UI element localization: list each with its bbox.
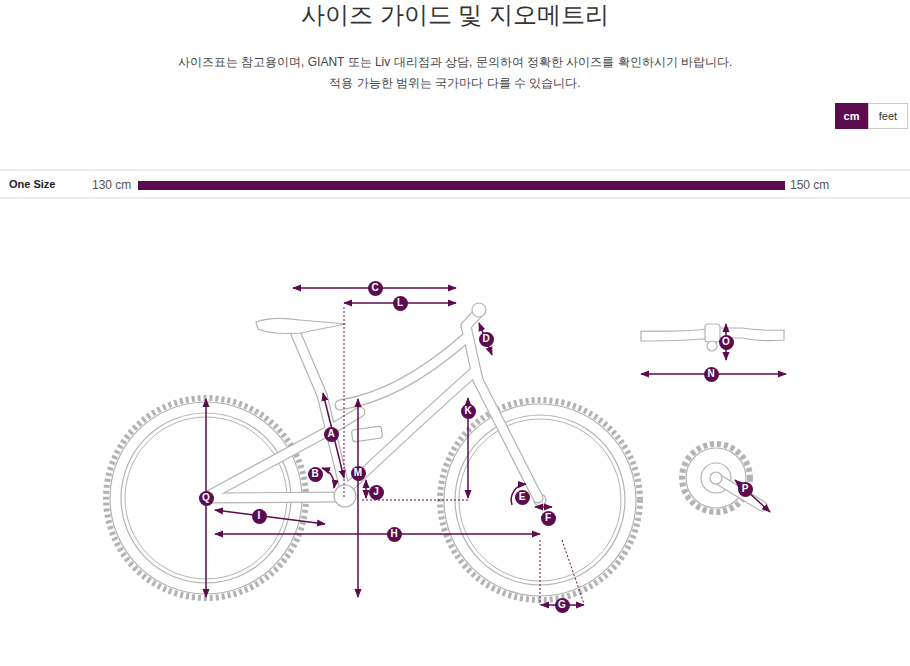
callout-marker: I	[252, 509, 267, 524]
band-border	[0, 198, 910, 199]
dimension-arrow	[357, 399, 359, 597]
chainring-teeth	[682, 444, 750, 512]
callout-marker: G	[555, 598, 570, 613]
callout-marker: F	[541, 511, 556, 526]
callout-marker: H	[387, 527, 402, 542]
size-min: 130 cm	[92, 178, 131, 193]
crank-bolt	[710, 472, 722, 484]
callout-letter: D	[482, 334, 489, 344]
size-max: 150 cm	[790, 178, 829, 193]
dimension-arrow	[215, 533, 540, 535]
callout-marker: C	[368, 281, 383, 296]
dimension-arrow	[535, 506, 552, 508]
size-name: One Size	[9, 178, 55, 192]
crankset-drawing	[682, 444, 762, 512]
seat-tube	[322, 395, 345, 490]
callout-letter: C	[371, 283, 378, 293]
callout-letter: P	[742, 484, 749, 494]
callout-letter: L	[397, 298, 403, 308]
callout-marker: L	[393, 296, 408, 311]
callout-marker: O	[719, 335, 734, 350]
stem-clamp	[705, 324, 720, 342]
callout-letter: H	[390, 529, 397, 539]
button-label: cm	[844, 111, 860, 122]
notice-text: 사이즈표는 참고용이며, GIANT 또는 Liv 대리점과 상담, 문의하여 …	[178, 55, 732, 70]
head-tube	[466, 326, 478, 380]
saddle	[256, 318, 346, 333]
dimension-arrow	[365, 480, 367, 498]
callout-letter: O	[722, 337, 730, 347]
seatstay	[208, 430, 330, 496]
fork	[478, 380, 538, 498]
dimension-arrow	[323, 393, 344, 478]
bottom-bracket	[334, 485, 356, 507]
unit-button-active: cm	[835, 103, 868, 129]
dimension-arrow	[215, 510, 325, 524]
dimension-lines	[206, 288, 786, 605]
callout-letter: B	[311, 469, 318, 479]
callout-letter: A	[327, 429, 334, 439]
callout-letter: F	[545, 513, 551, 523]
reference-line	[344, 307, 345, 497]
callout-letter: Q	[202, 493, 210, 503]
callout-letter: G	[558, 600, 566, 610]
frame-outline	[208, 313, 538, 498]
frame-fill	[208, 313, 538, 498]
seat-post	[296, 334, 322, 395]
band-border	[0, 170, 910, 171]
callout-marker: B	[308, 467, 323, 482]
reference-line	[362, 500, 468, 501]
steerer	[707, 341, 717, 351]
button-label: feet	[879, 111, 897, 122]
callout-marker: J	[369, 485, 384, 500]
handlebar-drawing	[641, 324, 784, 351]
callout-marker: K	[461, 404, 476, 419]
down-tube	[350, 372, 474, 486]
callout-letter: E	[519, 492, 526, 502]
callout-letter: I	[258, 511, 261, 521]
seatstay	[208, 430, 330, 496]
callout-marker: M	[351, 466, 366, 481]
handlebar-end	[472, 303, 486, 317]
page-title: 사이즈 가이드 및 지오메트리	[301, 0, 609, 30]
size-range-bar	[138, 181, 785, 190]
down-tube	[350, 372, 474, 486]
reference-line	[562, 540, 584, 604]
callout-marker: N	[704, 367, 719, 382]
rear-shock	[351, 426, 382, 442]
dimension-arrow	[735, 480, 770, 512]
callout-letter: M	[354, 468, 362, 478]
callout-marker: E	[515, 490, 530, 505]
callout-marker: Q	[199, 491, 214, 506]
reference-line	[540, 540, 541, 605]
fork	[478, 380, 538, 498]
callout-marker: P	[738, 482, 753, 497]
callout-marker: A	[324, 427, 339, 442]
bike-parts	[256, 303, 486, 507]
callout-marker: D	[479, 332, 494, 347]
angle-arrow	[322, 468, 334, 488]
chainstay	[208, 497, 343, 498]
chainring	[686, 448, 746, 508]
callout-letter: N	[707, 369, 714, 379]
crank-arm	[716, 478, 762, 506]
notice-text: 적용 가능한 범위는 국가마다 다를 수 있습니다.	[329, 76, 580, 91]
chainstay	[208, 497, 343, 498]
callout-letter: K	[464, 406, 471, 416]
unit-button: feet	[868, 103, 908, 129]
crank-arm-outline	[716, 478, 762, 506]
seat-post	[296, 334, 322, 395]
callout-letter: J	[373, 487, 379, 497]
